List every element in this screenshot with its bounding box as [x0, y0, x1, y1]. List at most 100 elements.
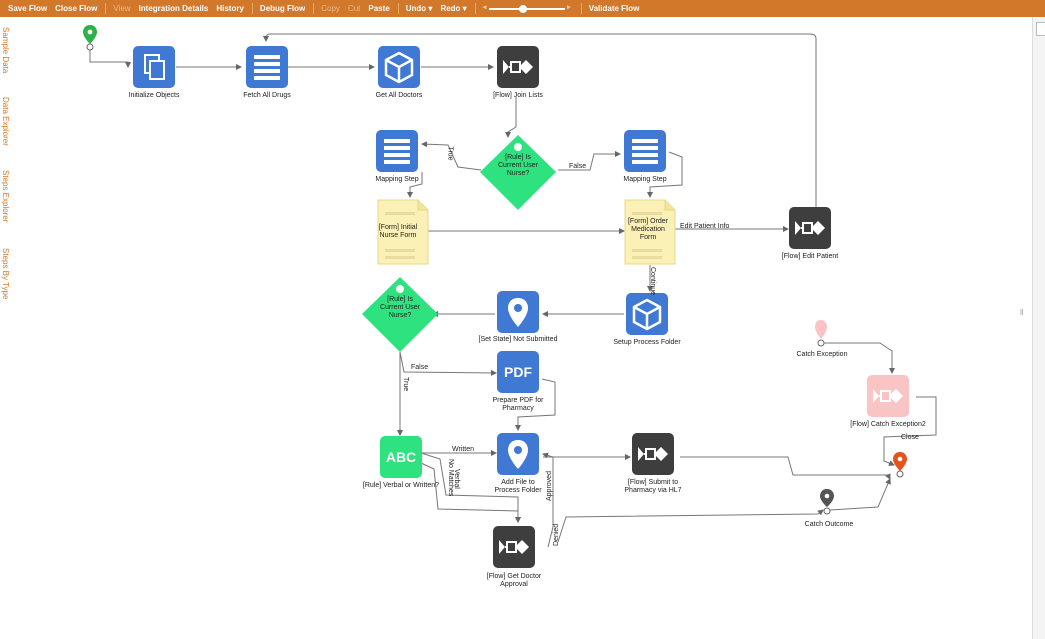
subflow-icon [638, 447, 668, 461]
toolbar-divider [580, 3, 582, 14]
edge-label-edit-patient-info: Edit Patient Info [680, 223, 730, 230]
tab-sample-data[interactable]: Sample Data [1, 27, 10, 74]
prepare-pdf-node[interactable]: PDF [497, 351, 539, 393]
list-icon [254, 55, 280, 80]
set-state-label: [Set State] Not Submitted [478, 336, 558, 343]
initialize-objects-label: Initialize Objects [128, 92, 180, 99]
list-icon [632, 139, 658, 164]
rule-nurse-1-label: [Rule] Is Current User Nurse? [497, 154, 539, 177]
edge-outcome-close [829, 478, 891, 511]
zoom-in-icon[interactable]: ▸ [567, 4, 571, 11]
join-lists-node[interactable] [497, 46, 539, 88]
edit-patient-node[interactable] [789, 207, 831, 249]
edge-label-true-2: True [402, 377, 409, 392]
form-order-label: [Form] Order Medication Form [627, 218, 669, 241]
join-lists-label: [Flow] Join Lists [493, 92, 543, 99]
start-pin-icon [83, 25, 97, 51]
toolbar: Save Flow Close Flow View Integration De… [0, 0, 1045, 17]
edge-start-init [89, 47, 131, 68]
set-state-node[interactable] [497, 291, 539, 333]
integration-details-button[interactable]: Integration Details [138, 4, 209, 13]
edge-label-approved: Approved [546, 471, 553, 501]
form-initial-label: [Form] Initial Nurse Form [378, 224, 418, 239]
validate-flow-button[interactable]: Validate Flow [588, 4, 640, 13]
edge-submit-close [680, 456, 891, 480]
edge-pdf-addfile [515, 378, 556, 431]
zoom-thumb[interactable] [519, 5, 528, 13]
pdf-icon: PDF [504, 364, 532, 380]
mapping-step-left-node[interactable] [376, 130, 418, 172]
catch-outcome-pin-icon [820, 489, 834, 515]
edge-edit-loop [263, 33, 817, 207]
edge-label-continue: Continue [649, 267, 656, 296]
edge-exc2-close [883, 396, 937, 466]
edge-label-false: False [569, 163, 587, 170]
rule-nurse-1-diamond [480, 135, 556, 210]
view-button[interactable]: View [113, 4, 131, 13]
paste-button[interactable]: Paste [368, 4, 390, 13]
copy-icon [144, 54, 165, 80]
redo-button[interactable]: Redo ▾ [440, 4, 467, 13]
cut-button[interactable]: Cut [347, 4, 361, 13]
edge-denied [557, 509, 824, 543]
edge-label-true: True [446, 146, 454, 161]
zoom-slider[interactable]: ◂ ▸ [483, 3, 571, 14]
setup-process-folder-node[interactable] [626, 293, 668, 335]
edit-patient-label: [Flow] Edit Patient [781, 253, 839, 260]
catch-exception2-node[interactable] [867, 375, 909, 417]
get-all-doctors-label: Get All Doctors [375, 92, 423, 99]
sidebar: Sample Data Data Explorer Steps Explorer… [0, 17, 18, 639]
close-flow-button[interactable]: Close Flow [55, 4, 98, 13]
toolbar-divider [251, 3, 253, 14]
edge-approved [542, 452, 554, 548]
save-flow-button[interactable]: Save Flow [8, 4, 48, 13]
fetch-all-drugs-label: Fetch All Drugs [243, 92, 291, 99]
toolbar-divider [105, 3, 107, 14]
doctor-approval-node[interactable] [493, 526, 535, 568]
submit-pharmacy-node[interactable] [632, 433, 674, 475]
tab-steps-by-type[interactable]: Steps By Type [1, 248, 10, 300]
debug-flow-button[interactable]: Debug Flow [259, 4, 306, 13]
doctor-approval-label: [Flow] Get Doctor Approval [486, 573, 542, 588]
subflow-icon [503, 60, 533, 74]
fetch-all-drugs-node[interactable] [246, 46, 288, 88]
edge-label-denied: Denied [553, 523, 560, 546]
edge-mapleft-form [407, 172, 423, 198]
form-order-icon [624, 199, 676, 265]
cube-icon [632, 298, 662, 331]
edge-verbal-verbal [420, 462, 521, 523]
edge-label-false-2: False [411, 364, 429, 371]
tab-steps-explorer[interactable]: Steps Explorer [1, 170, 10, 223]
edge-rule2-false [399, 351, 497, 376]
get-all-doctors-node[interactable] [378, 46, 420, 88]
edge-mapright-form [647, 151, 683, 198]
subflow-icon [499, 540, 529, 554]
mapping-step-right-label: Mapping Step [623, 176, 667, 183]
undo-button[interactable]: Undo ▾ [405, 4, 433, 13]
edge-rule1-false [558, 151, 621, 171]
flow-connectors [83, 25, 937, 548]
list-icon [384, 139, 410, 164]
submit-pharmacy-label: [Flow] Submit to Pharmacy via HL7 [624, 479, 682, 494]
form-initial-icon [377, 199, 429, 265]
subflow-icon [873, 389, 903, 403]
scroll-corner-box[interactable] [1036, 22, 1045, 36]
mapping-step-left-label: Mapping Step [375, 176, 419, 183]
add-file-node[interactable] [497, 433, 539, 475]
copy-button[interactable]: Copy [321, 4, 340, 13]
history-button[interactable]: History [216, 4, 244, 13]
verbal-or-written-node[interactable]: ABC [380, 436, 422, 478]
flow-canvas[interactable]: PDF ABC Initialize Objects Fetch All Dru… [18, 17, 1032, 639]
catch-exception-label: Catch Exception [796, 351, 848, 358]
mapping-step-right-node[interactable] [624, 130, 666, 172]
vertical-scrollbar[interactable] [1032, 17, 1045, 639]
subflow-icon [795, 221, 825, 235]
tab-data-explorer[interactable]: Data Explorer [1, 97, 10, 146]
map-pin-icon [508, 440, 528, 469]
edge-join-rule [505, 97, 517, 138]
resize-handle-icon[interactable]: ‖ [1020, 308, 1024, 317]
add-file-label: Add File to Process Folder [494, 479, 542, 494]
zoom-out-icon[interactable]: ◂ [482, 4, 487, 11]
initialize-objects-node[interactable] [133, 46, 175, 88]
cube-icon [384, 51, 414, 84]
